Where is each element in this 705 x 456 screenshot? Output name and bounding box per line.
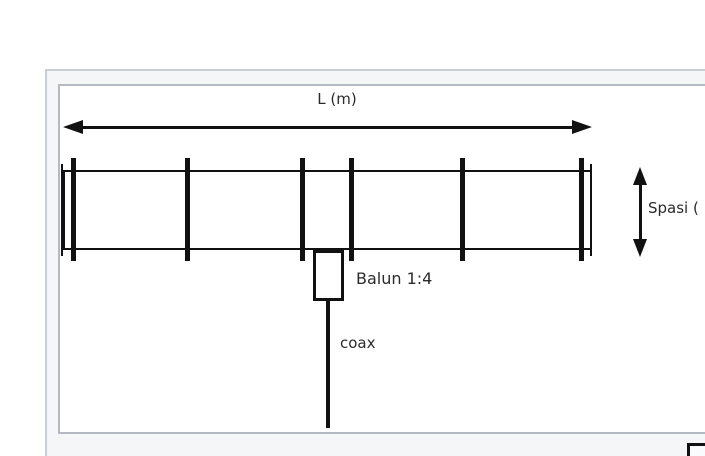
spacing-dimension-arrow [639, 177, 642, 247]
spacing-label: Spasi ( [648, 199, 699, 217]
balun-label: Balun 1:4 [356, 269, 433, 288]
antenna-diagram-image[interactable] [58, 84, 705, 434]
length-dimension-arrow [78, 126, 578, 129]
arrowhead-right [572, 120, 592, 134]
boom-end-cap-left [61, 164, 63, 256]
antenna-element [300, 158, 305, 261]
antenna-element [349, 158, 354, 261]
antenna-element [460, 158, 465, 261]
arrowhead-left [63, 120, 83, 134]
boom-end-cap-right [590, 164, 592, 256]
antenna-element [71, 158, 76, 261]
length-label: L (m) [317, 90, 357, 108]
coax-label: coax [340, 334, 376, 352]
coax-line [326, 300, 330, 428]
antenna-element [579, 158, 584, 261]
arrowhead-up [633, 167, 647, 185]
next-figure-corner [687, 443, 705, 456]
balun-box [313, 250, 344, 301]
antenna-boom [63, 170, 592, 250]
arrowhead-down [633, 239, 647, 257]
antenna-element [185, 158, 190, 261]
